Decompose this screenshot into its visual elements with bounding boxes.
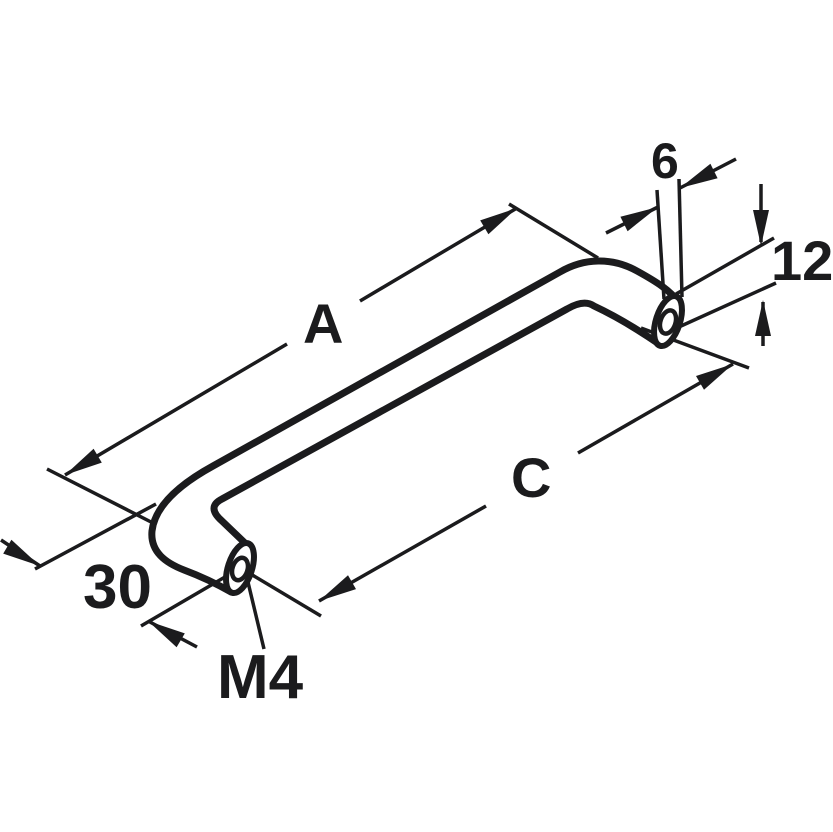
- dim-a-extension-right: [508, 202, 599, 260]
- dim-label-end-offset: 12: [771, 229, 833, 292]
- dim-label-thread: M4: [217, 643, 304, 712]
- dim-label-overall-length: A: [303, 292, 343, 355]
- dim-a-arrow-left: [65, 448, 102, 475]
- lower-end-face: [223, 539, 257, 597]
- dim-12-arrow-up: [755, 300, 771, 336]
- dim-c-arrow-right: [696, 364, 733, 390]
- lower-thread-hole-icon: [229, 555, 251, 583]
- dimension-30-group: [0, 502, 238, 649]
- dim-30-extension-face: [140, 568, 238, 628]
- dim-12-extension-upper: [675, 236, 775, 296]
- dim-30-extension-outer: [34, 502, 157, 571]
- dim-6-arrow-lower: [620, 207, 658, 232]
- thread-leader-line: [245, 577, 266, 650]
- dim-label-projection-depth: 30: [83, 553, 152, 622]
- handle-inner-line: [210, 299, 663, 548]
- dim-a-arrow-right: [480, 208, 517, 235]
- dim-30-arrow-right: [148, 621, 185, 648]
- dim-12-extension-lower: [669, 281, 777, 333]
- handle-outline: [148, 257, 682, 596]
- dim-a-line-left: [64, 342, 288, 477]
- handle-outer-silhouette: [148, 257, 682, 596]
- dim-6-extension-right: [677, 178, 684, 298]
- upper-end-face: [651, 292, 685, 350]
- dim-30-arrow-left: [3, 539, 40, 566]
- dim-6-arrow-upper: [680, 163, 718, 188]
- dim-c-arrow-left: [319, 575, 356, 601]
- dimension-12-group: [669, 184, 777, 346]
- dim-12-arrow-down: [753, 210, 769, 246]
- dimension-A-group: [46, 202, 599, 525]
- dim-c-extension-left: [248, 571, 322, 618]
- dim-label-rod-diameter: 6: [651, 133, 679, 189]
- dimension-C-group: [248, 326, 750, 618]
- dim-label-hole-centers: C: [511, 446, 551, 509]
- dimension-6-group: [605, 157, 737, 300]
- upper-thread-hole-icon: [657, 308, 679, 336]
